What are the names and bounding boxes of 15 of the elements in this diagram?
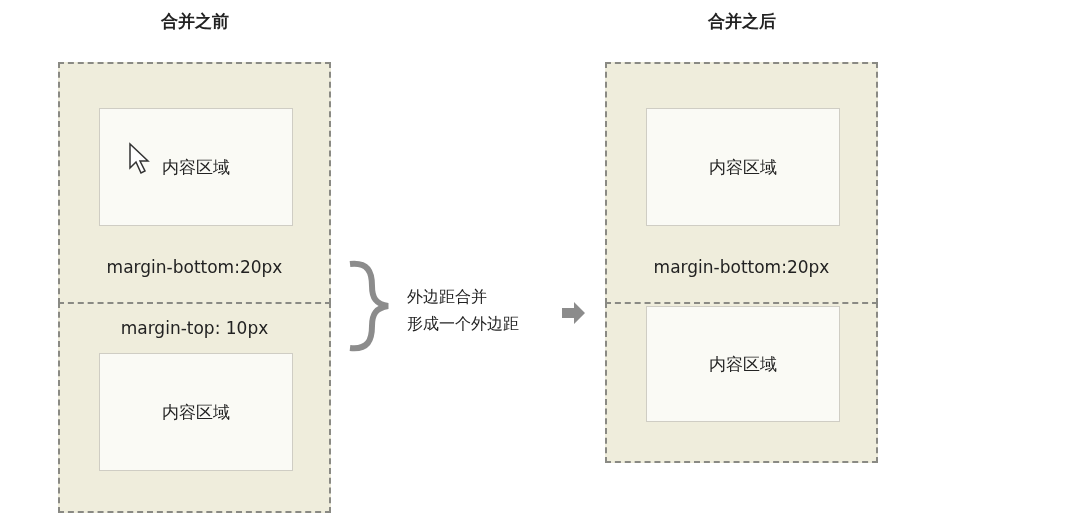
note-text: 外边距合并 xyxy=(407,287,487,308)
content-area: 内容区域 xyxy=(646,306,840,422)
note-text: 形成一个外边距 xyxy=(407,314,519,335)
content-area: 内容区域 xyxy=(99,108,293,226)
column-title: 合并之后 xyxy=(708,10,776,33)
column-title: 合并之前 xyxy=(161,10,229,33)
margin-label: margin-bottom:20px xyxy=(106,257,283,277)
margin-label: margin-bottom:20px xyxy=(653,257,830,277)
margin-area xyxy=(605,62,878,304)
margin-label: margin-top: 10px xyxy=(120,318,269,338)
content-area: 内容区域 xyxy=(646,108,840,226)
margin-area xyxy=(58,302,331,513)
margin-area xyxy=(605,302,878,463)
content-area: 内容区域 xyxy=(99,353,293,471)
margin-area xyxy=(58,62,331,304)
